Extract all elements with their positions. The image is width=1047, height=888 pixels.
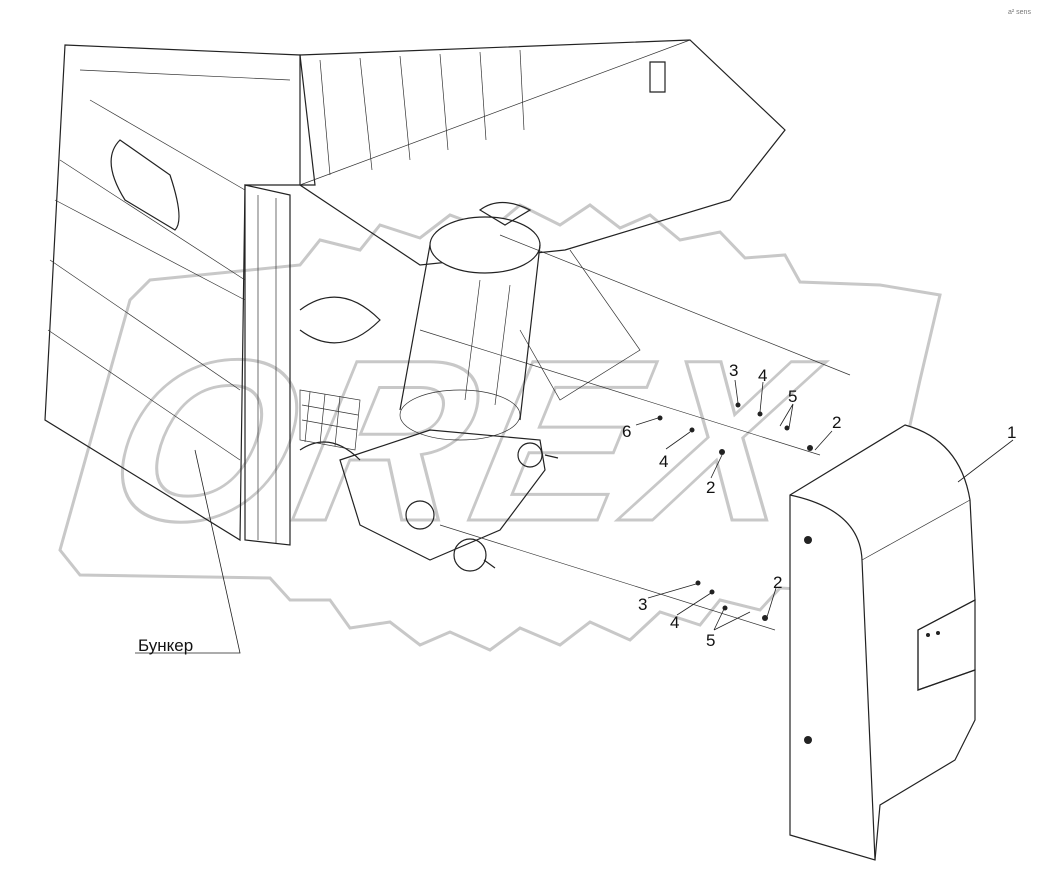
washer-dot bbox=[657, 415, 663, 421]
drum-cylinder bbox=[399, 201, 541, 441]
callout-2: 2 bbox=[706, 478, 715, 497]
nut-dot bbox=[719, 449, 725, 455]
fasteners bbox=[657, 402, 813, 621]
callout-3: 3 bbox=[729, 361, 738, 380]
top-cover bbox=[299, 39, 786, 401]
bolt-dot bbox=[695, 580, 701, 586]
watermark-text: OREX bbox=[89, 312, 837, 569]
cover-panel bbox=[789, 424, 976, 861]
callout-4: 4 bbox=[670, 613, 679, 632]
auger-section bbox=[299, 296, 381, 461]
callout-2: 2 bbox=[832, 413, 841, 432]
washer-dot bbox=[784, 425, 790, 431]
callout-1: 1 bbox=[1007, 423, 1016, 442]
callout-3: 3 bbox=[638, 595, 647, 614]
bolt-dot bbox=[735, 402, 741, 408]
leader-lines bbox=[135, 379, 1014, 654]
callout-5: 5 bbox=[788, 387, 797, 406]
gearbox bbox=[339, 429, 559, 572]
washer-dot bbox=[689, 427, 695, 433]
callout-5: 5 bbox=[706, 631, 715, 650]
callout-6: 6 bbox=[622, 422, 631, 441]
fastener-axes bbox=[419, 234, 851, 631]
watermark: OREX bbox=[58, 203, 942, 652]
nut-dot bbox=[807, 445, 813, 451]
callouts: 1 2 2 2 3 3 4 4 4 5 5 6 bbox=[622, 361, 1016, 650]
washer-dot bbox=[757, 411, 763, 417]
nut-dot bbox=[762, 615, 768, 621]
callout-4: 4 bbox=[758, 366, 767, 385]
corner-mark: a² sens bbox=[1008, 9, 1031, 16]
bunker-label: Бункер bbox=[138, 636, 193, 655]
callout-2: 2 bbox=[773, 573, 782, 592]
callout-4: 4 bbox=[659, 452, 668, 471]
